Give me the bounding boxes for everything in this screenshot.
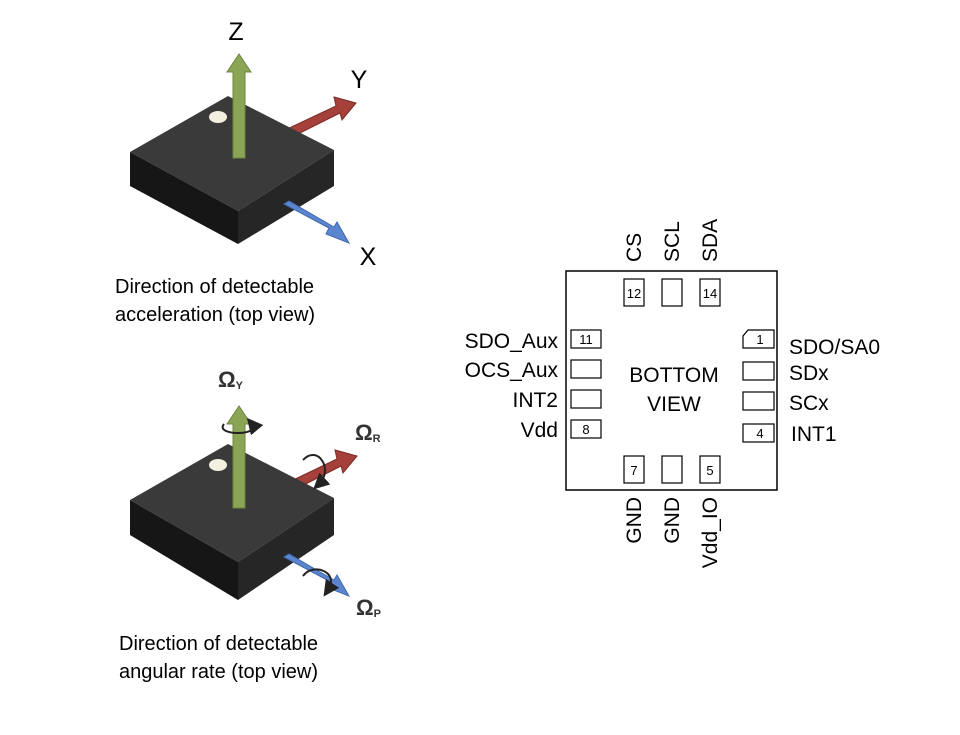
chip-left-face <box>130 500 238 600</box>
chip-right-face <box>238 498 334 600</box>
pin-label-sda: SDA <box>699 219 722 262</box>
pin-label-vdd: Vdd <box>521 419 558 442</box>
pad-number: 1 <box>756 332 763 347</box>
x-axis-label: X <box>360 243 377 271</box>
gyro-caption: Direction of detectable angular rate (to… <box>119 630 318 686</box>
omega-yaw-label: ΩY <box>218 367 244 392</box>
pad-10 <box>570 359 602 379</box>
pad-3 <box>742 391 775 411</box>
chip-right-face <box>238 150 334 244</box>
pin-label-scx: SCx <box>789 392 829 415</box>
pad-number: 7 <box>630 463 637 478</box>
pin-label-ocs-aux: OCS_Aux <box>465 359 559 382</box>
pin-label-cs: CS <box>623 233 646 262</box>
pad-number: 12 <box>627 286 641 301</box>
pitch-rotation-icon <box>302 568 340 597</box>
chip-top-face <box>130 96 334 211</box>
pin-label-int1: INT1 <box>791 423 837 446</box>
roll-rotation-icon <box>302 453 331 490</box>
pad-13 <box>661 278 683 307</box>
accel-caption: Direction of detectable acceleration (to… <box>115 273 315 329</box>
pin-label-sdo-aux: SDO_Aux <box>465 330 559 353</box>
y-axis-label: Y <box>351 66 368 94</box>
pin-label-sdx: SDx <box>789 362 829 385</box>
x-axis-arrow <box>282 200 351 244</box>
caption-line: angular rate (top view) <box>119 661 318 683</box>
caption-line: Direction of detectable <box>119 633 319 655</box>
caption-line: Direction of detectable <box>115 276 315 298</box>
pad-5 <box>699 455 721 484</box>
yaw-rotation-icon <box>221 417 264 436</box>
chip-top-face <box>130 444 334 562</box>
pinout-diagram: BOTTOM VIEW 12 14 7 5 11 8 1 4 CS SCL SD… <box>465 219 880 568</box>
omega-pitch-label: ΩP <box>356 595 381 620</box>
pad-1 <box>742 329 775 349</box>
pin-label-gnd: GND <box>661 497 684 544</box>
pad-12 <box>623 278 645 307</box>
package-outline <box>565 270 778 491</box>
pitch-axis-arrow <box>282 553 351 597</box>
z-axis-arrow <box>226 53 252 159</box>
gyro-chip-diagram: ΩY ΩR ΩP <box>130 367 381 620</box>
pad-number: 5 <box>706 463 713 478</box>
pin1-dot <box>209 459 227 471</box>
pad-2 <box>742 361 775 381</box>
pad-8 <box>570 419 602 439</box>
bottom-view-label: VIEW <box>647 393 701 416</box>
accel-chip-diagram: Z Y X <box>130 18 377 271</box>
pad-number: 4 <box>756 426 763 441</box>
caption-line: acceleration (top view) <box>115 304 316 326</box>
omega-roll-label: ΩR <box>355 420 381 445</box>
bottom-view-label: BOTTOM <box>629 364 718 387</box>
pin-label-sdo-sa0: SDO/SA0 <box>789 336 880 359</box>
pad-number: 8 <box>582 422 589 437</box>
pin-label-int2: INT2 <box>512 389 558 412</box>
pad-number: 14 <box>703 286 717 301</box>
pad-6 <box>661 455 683 484</box>
pad-9 <box>570 389 602 409</box>
pin-label-scl: SCL <box>661 221 684 262</box>
pin-label-gnd: GND <box>623 497 646 544</box>
pad-14 <box>699 278 721 307</box>
pad-11 <box>570 329 602 349</box>
pin1-dot <box>209 111 227 123</box>
pad-7 <box>623 455 645 484</box>
pad-4 <box>742 423 775 443</box>
chip-left-face <box>130 152 238 244</box>
z-axis-label: Z <box>228 18 243 46</box>
pin-label-vdd-io: Vdd_IO <box>699 497 722 568</box>
pad-number: 11 <box>579 332 593 347</box>
